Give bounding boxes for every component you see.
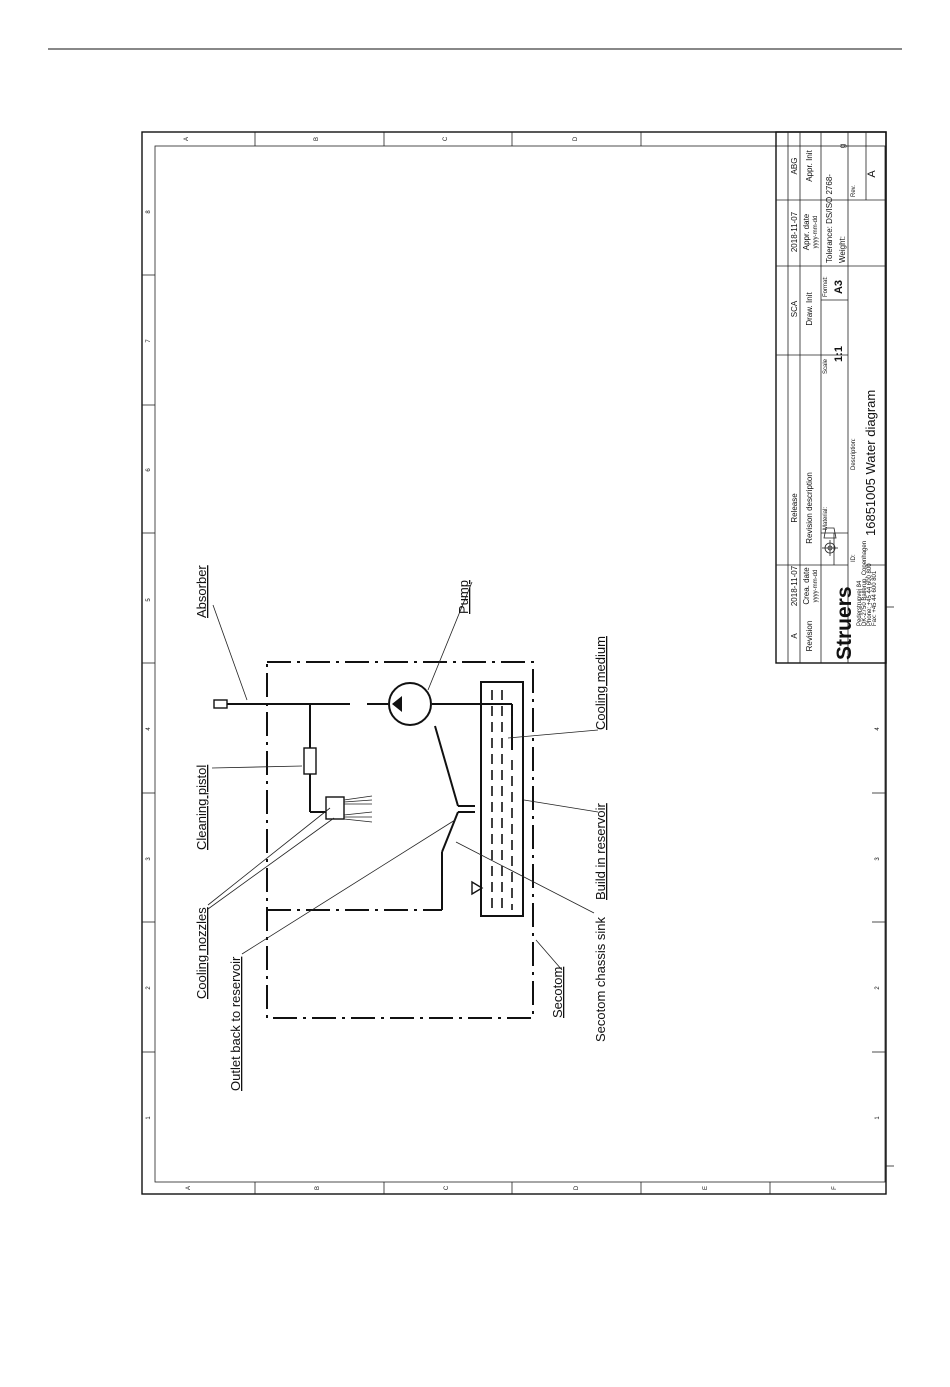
label-pump: Pump <box>456 580 471 614</box>
absorber-icon <box>213 699 228 709</box>
revision-text: Release <box>790 493 799 523</box>
zone-bottom-b: B <box>315 1186 321 1190</box>
zone-bottom-c: C <box>444 1185 450 1190</box>
pump-icon <box>388 682 432 726</box>
material-label: Material: <box>823 507 829 530</box>
company-address-4: Fax: +45 44 600 801 <box>872 570 878 626</box>
water-diagram: Absorber Pump Cooling medium Cleaning pi… <box>194 565 608 1091</box>
struers-logo: Struers <box>833 586 856 660</box>
label-absorber: Absorber <box>194 565 209 618</box>
zone-right-1: 1 <box>875 1116 881 1120</box>
weight-unit: g <box>838 144 847 148</box>
reservoir-tank <box>480 681 524 917</box>
zone-markers: A B C D A B C D E F 1 2 3 4 5 6 7 8 1 2 … <box>146 136 881 1190</box>
weight-label: Weight: <box>838 236 847 263</box>
zone-bottom-e: E <box>703 1186 709 1190</box>
cooling-nozzle-icon <box>325 795 373 823</box>
zone-top-d: D <box>573 136 579 141</box>
zone-left-4: 4 <box>146 727 152 731</box>
id-label: ID: <box>851 554 857 562</box>
zone-bottom-d: D <box>574 1185 580 1190</box>
zone-top-b: B <box>314 137 320 141</box>
revision-letter: A <box>790 633 799 639</box>
header-revision-description: Revision description <box>805 472 814 544</box>
format-value: A3 <box>833 280 845 294</box>
header-appr-init: Appr. Init <box>805 149 814 181</box>
header-draw-init: Draw. Init <box>805 292 814 326</box>
revision-approver: SCA <box>790 300 799 317</box>
zone-left-1: 1 <box>146 1116 152 1120</box>
zone-bottom-a: A <box>186 1186 192 1190</box>
zone-left-8: 8 <box>146 210 152 214</box>
zone-bottom-f: F <box>832 1186 838 1190</box>
zone-left-3: 3 <box>146 857 152 861</box>
description-label: Description: <box>851 438 857 470</box>
header-crea-format: yyyy-mm-dd <box>813 570 819 603</box>
zone-right-4: 4 <box>875 727 881 731</box>
format-label: Format: <box>823 276 829 297</box>
label-build-in-reservoir: Build in reservoir <box>593 803 608 900</box>
scale-label: Scale <box>823 358 829 374</box>
title-block: A 2018-11-07 Release SCA 2018-11-07 ABG … <box>775 131 887 664</box>
zone-left-5: 5 <box>146 598 152 602</box>
label-cleaning-pistol: Cleaning pistol <box>194 765 209 850</box>
label-secotom: Secotom <box>550 967 565 1018</box>
label-outlet-back-to-reservoir: Outlet back to reservoir <box>228 956 243 1091</box>
tolerance-text: Tolerance: DS/ISO 2768- <box>825 174 834 263</box>
zone-left-2: 2 <box>146 986 152 990</box>
drawing-description: 16851005 Water diagram <box>863 390 878 536</box>
zone-left-7: 7 <box>146 339 152 343</box>
secotom-boundary <box>266 661 534 1019</box>
zone-right-3: 3 <box>875 857 881 861</box>
zone-top-c: C <box>443 136 449 141</box>
header-crea-date: Crea. date <box>802 567 811 605</box>
water-level-icon <box>471 880 484 896</box>
projection-symbol-icon <box>822 527 838 556</box>
rev-label: Rev. <box>851 185 857 197</box>
header-appr-date: Appr. date <box>802 213 811 250</box>
main-pipe <box>227 703 513 750</box>
header-appr-format: yyyy-mm-dd <box>813 216 819 249</box>
zone-right-2: 2 <box>875 986 881 990</box>
zone-top-a: A <box>184 137 190 141</box>
leader-lines <box>207 581 599 971</box>
scale-value: 1:1 <box>833 346 845 362</box>
approval-init: ABG <box>790 158 799 175</box>
label-secotom-chassis-sink: Secotom chassis sink <box>593 917 608 1042</box>
label-cooling-medium: Cooling medium <box>593 636 608 730</box>
cleaning-pistol-icon <box>303 747 317 775</box>
header-revision: Revision <box>805 621 814 652</box>
rev-value: A <box>866 170 878 178</box>
revision-date: 2018-11-07 <box>790 565 799 606</box>
zone-left-6: 6 <box>146 468 152 472</box>
company-address-1: Pederstrupvej 84 <box>857 580 863 626</box>
outlet-funnel <box>434 725 475 910</box>
branch-pipe <box>309 704 326 813</box>
approval-date: 2018-11-07 <box>790 211 799 252</box>
company-name: Struers <box>833 586 856 660</box>
label-cooling-nozzles: Cooling nozzles <box>194 907 209 999</box>
company-address-2: DK-2750 Ballerup, Copenhagen <box>862 541 868 626</box>
company-address-3: Phone: +45 44 600 800 <box>867 563 873 626</box>
